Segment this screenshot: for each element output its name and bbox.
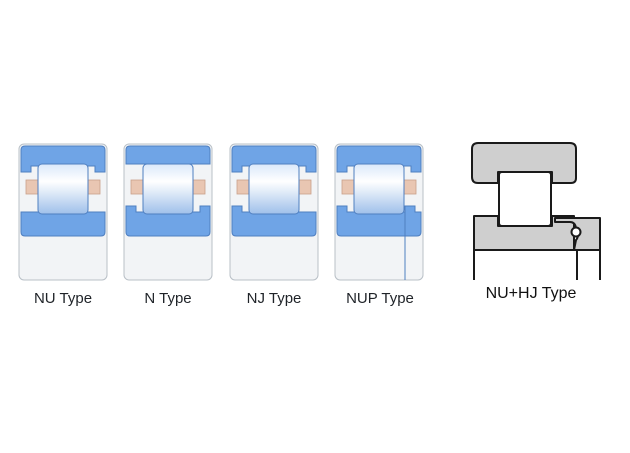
nj-type-bearing (229, 143, 319, 281)
nu-hj-type-label: NU+HJ Type (485, 285, 577, 302)
nj-type-label: NJ Type (246, 290, 302, 307)
nup-type-bearing (334, 143, 424, 281)
n-type-bearing (123, 143, 213, 281)
nup-type-label: NUP Type (346, 290, 414, 307)
nu-type-label: NU Type (33, 290, 93, 307)
n-type-label: N Type (144, 290, 192, 307)
nu-type-bearing (18, 143, 108, 281)
nu-hj-type-bearing (471, 142, 601, 280)
